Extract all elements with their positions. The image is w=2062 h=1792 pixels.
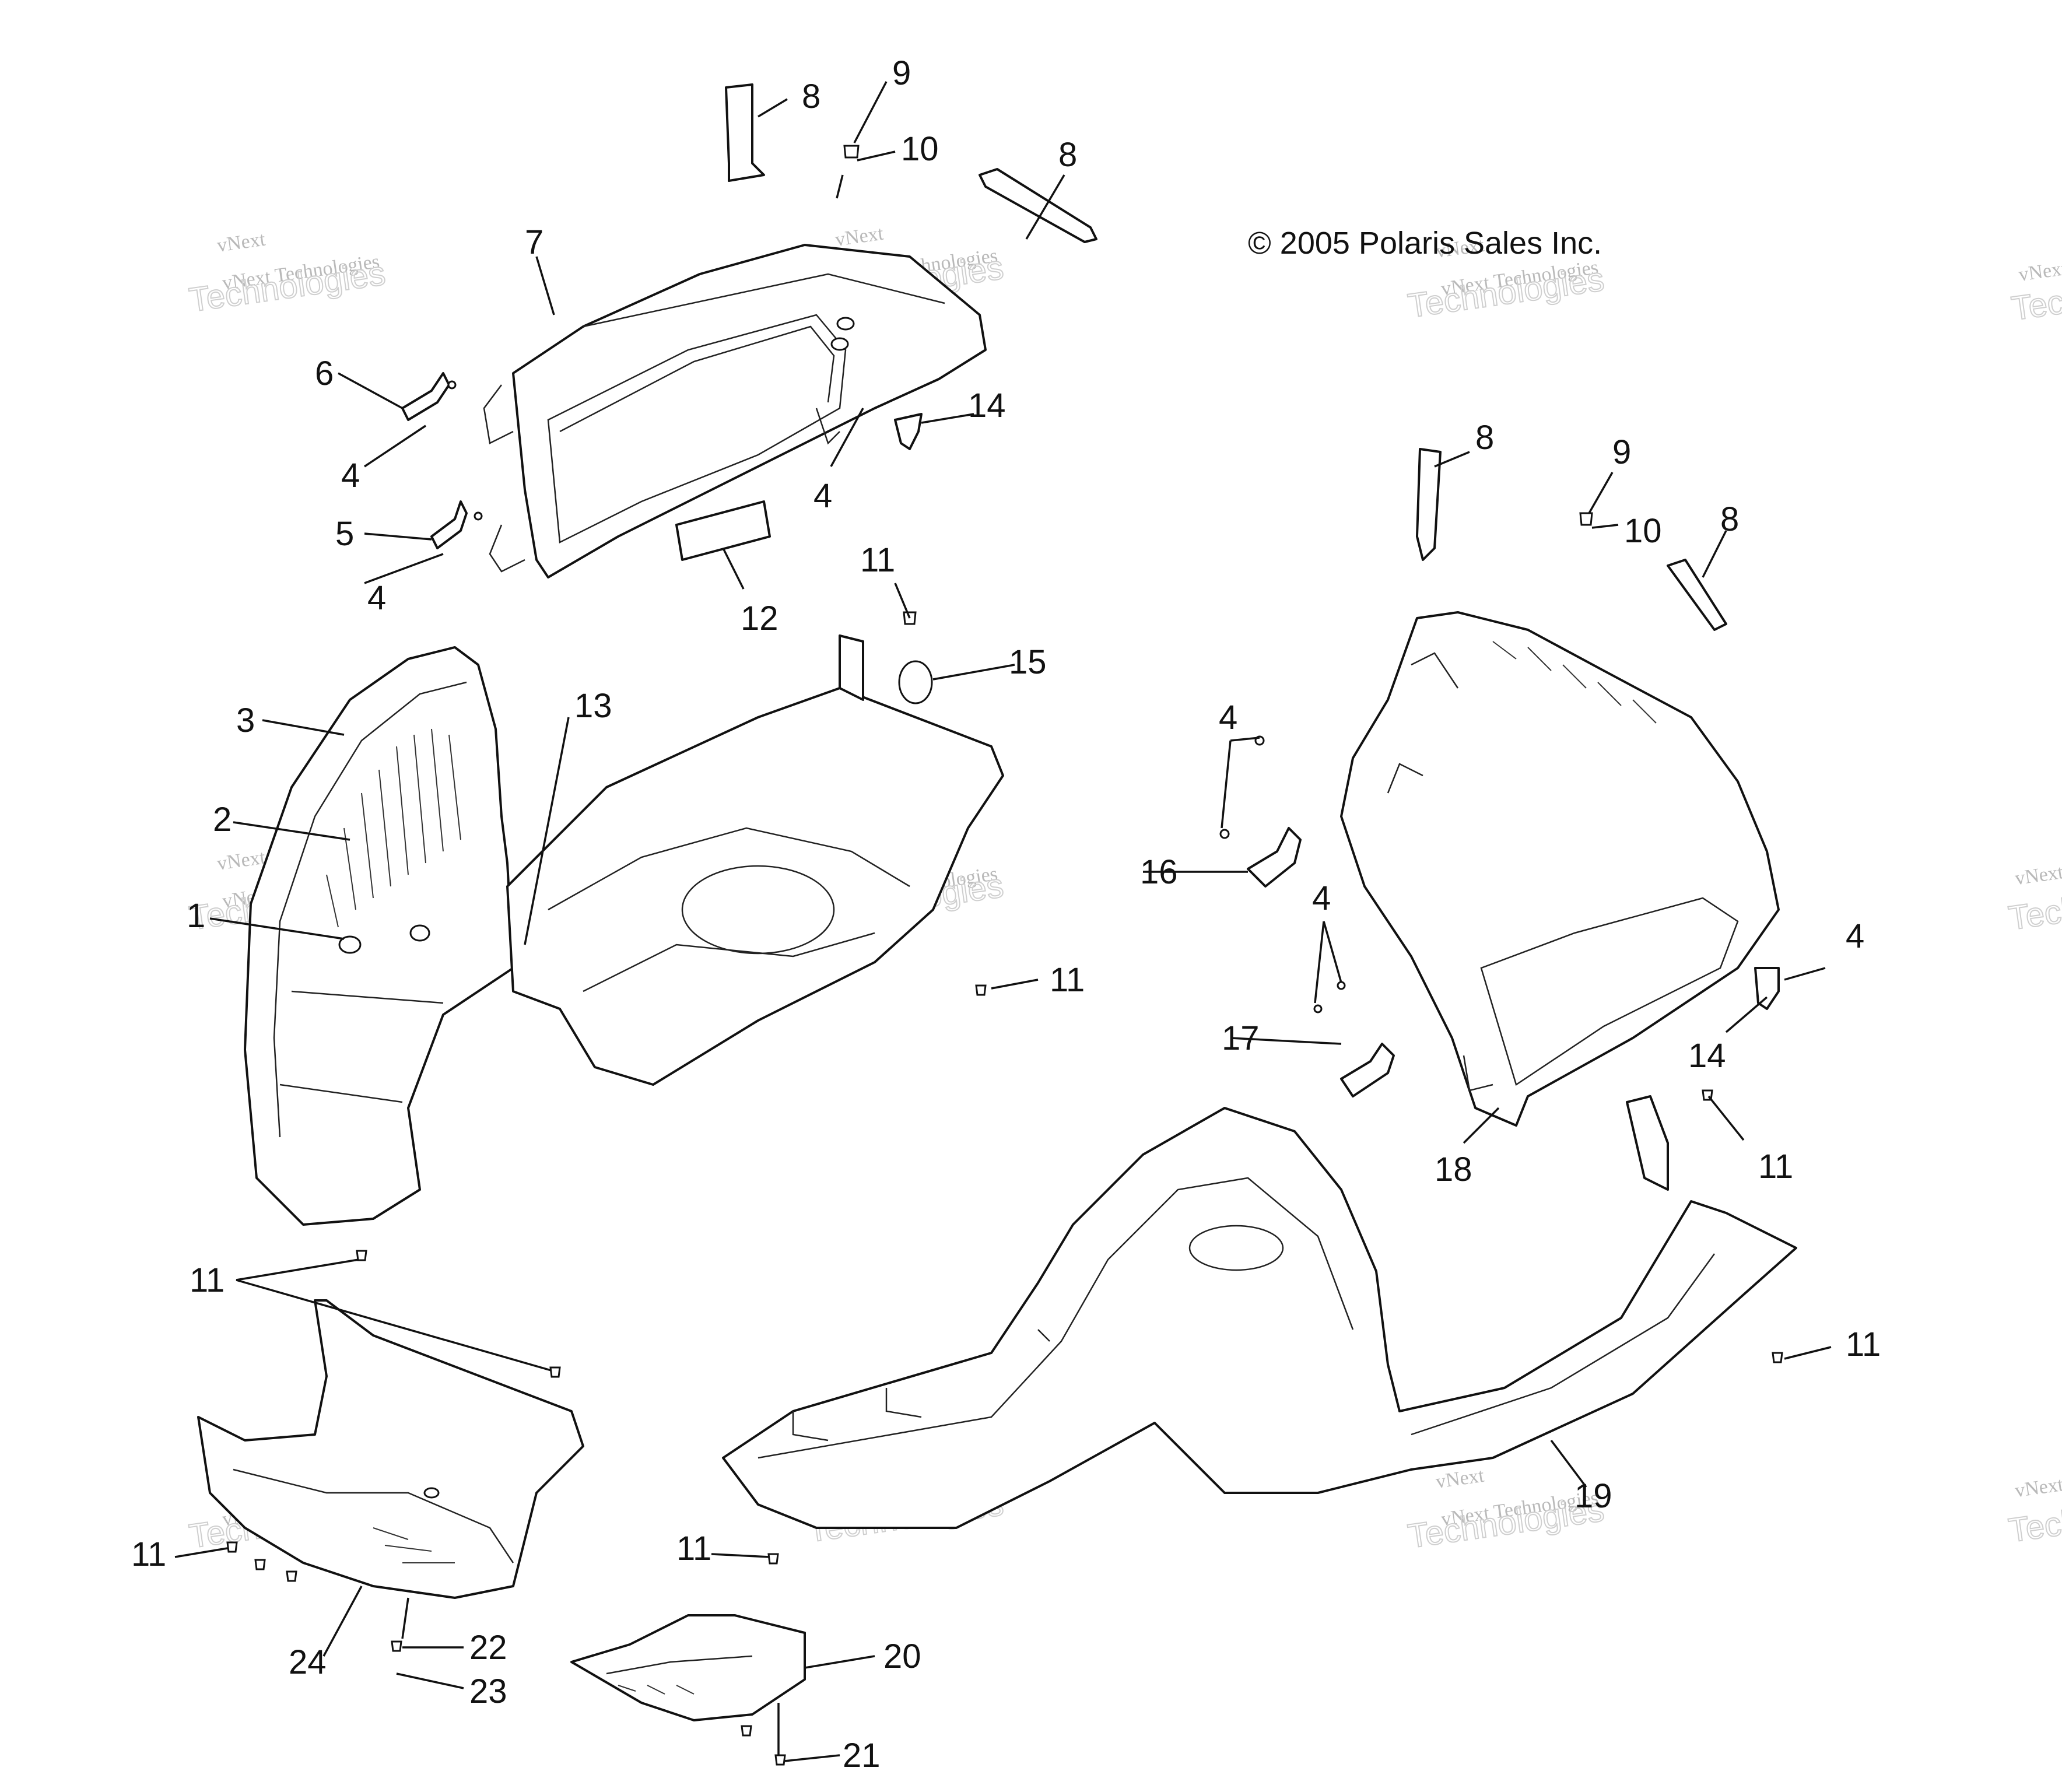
part-9-fastener xyxy=(843,145,860,159)
svg-text:vNext: vNext xyxy=(216,847,267,875)
callout-18: 18 xyxy=(1435,1151,1472,1188)
part-8-handle-b xyxy=(979,168,1097,243)
callout-11: 11 xyxy=(1758,1148,1793,1186)
svg-text:vNext Technologies: vNext Technologies xyxy=(2014,1458,2062,1502)
callout-9: 9 xyxy=(1612,433,1631,471)
svg-text:vNext: vNext xyxy=(216,229,267,257)
callout-7: 7 xyxy=(525,223,543,261)
callout-17: 17 xyxy=(1222,1019,1260,1057)
callout-4: 4 xyxy=(813,477,832,515)
svg-text:vNext: vNext xyxy=(1435,1465,1486,1493)
watermark: vNext Technologies Technologies xyxy=(2005,846,2062,938)
watermark: vNext Technologies Technologies xyxy=(2005,1458,2062,1550)
svg-text:vNext: vNext xyxy=(834,223,885,251)
watermark: vNext vNext Technologies Technologies xyxy=(186,229,388,320)
part-6-bracket xyxy=(401,372,450,421)
callout-20: 20 xyxy=(883,1637,921,1675)
callout-11: 11 xyxy=(676,1530,711,1567)
part-15-grommet xyxy=(898,660,933,704)
callout-21: 21 xyxy=(843,1737,881,1775)
part-8-handle-d xyxy=(1667,559,1727,631)
callout-24: 24 xyxy=(289,1643,327,1681)
callout-11: 11 xyxy=(1846,1325,1881,1363)
callout-10: 10 xyxy=(901,130,939,168)
callout-14: 14 xyxy=(968,387,1006,425)
part-17-bracket xyxy=(1313,981,1395,1097)
callout-labels: 8 9 10 8 7 6 4 14 4 5 4 12 11 15 3 13 2 … xyxy=(131,54,1881,1775)
part-8-handle-c xyxy=(1416,448,1442,561)
callout-8: 8 xyxy=(1058,136,1077,174)
bolts xyxy=(226,611,1783,1766)
callout-22: 22 xyxy=(469,1629,507,1667)
part-12-decal xyxy=(675,500,771,561)
callout-13: 13 xyxy=(574,687,612,725)
callout-14: 14 xyxy=(1688,1037,1726,1075)
callout-16: 16 xyxy=(1140,853,1178,891)
callout-12: 12 xyxy=(741,599,778,637)
callout-1: 1 xyxy=(187,897,205,935)
watermark: vNext Technologies Technologies xyxy=(2008,242,2062,328)
callout-6: 6 xyxy=(315,355,334,392)
callout-15: 15 xyxy=(1009,643,1047,681)
part-2-vent-hatch xyxy=(326,728,461,928)
part-8-handle-a xyxy=(725,83,765,182)
callout-8: 8 xyxy=(1475,419,1494,457)
callout-4: 4 xyxy=(1846,917,1864,955)
callout-3: 3 xyxy=(236,702,255,739)
part-20-skid-plate xyxy=(570,1614,806,1721)
part-5-bracket xyxy=(430,500,468,549)
part-7-storage-cover xyxy=(483,244,987,578)
callout-10: 10 xyxy=(1624,512,1662,550)
callout-11: 11 xyxy=(860,541,895,579)
svg-text:vNext Technologies: vNext Technologies xyxy=(2014,846,2062,889)
callout-8: 8 xyxy=(802,78,820,115)
part-14-clip-right xyxy=(1754,967,1780,1010)
callout-2: 2 xyxy=(213,801,232,839)
callout-4: 4 xyxy=(367,579,386,617)
callout-4: 4 xyxy=(1312,879,1331,917)
leader-lines xyxy=(174,81,1832,1762)
callout-11: 11 xyxy=(1050,961,1085,999)
callout-5: 5 xyxy=(335,515,354,553)
part-18-front-cover xyxy=(1340,611,1780,1127)
callout-4: 4 xyxy=(1219,699,1237,737)
copyright-text: © 2005 Polaris Sales Inc. xyxy=(1248,226,1602,261)
part-24-front-lower-panel xyxy=(197,1299,584,1599)
callout-11: 11 xyxy=(190,1261,225,1299)
callout-11: 11 xyxy=(131,1535,166,1573)
part-19-front-body xyxy=(722,1095,1797,1529)
svg-text:vNext Technologies: vNext Technologies xyxy=(2017,242,2062,285)
callout-9: 9 xyxy=(892,54,911,92)
hardware-top-left xyxy=(401,83,1097,549)
part-9-fastener-right xyxy=(1579,512,1593,526)
part-3-left-fender xyxy=(244,646,514,1226)
callout-8: 8 xyxy=(1720,500,1739,538)
callout-23: 23 xyxy=(469,1672,507,1710)
callout-4: 4 xyxy=(341,457,360,495)
part-16-bracket xyxy=(1219,735,1302,888)
callout-19: 19 xyxy=(1574,1477,1612,1515)
part-13-floor-panel xyxy=(506,634,1004,1086)
part-14-clip xyxy=(894,413,923,450)
hardware-right xyxy=(1416,448,1780,1010)
